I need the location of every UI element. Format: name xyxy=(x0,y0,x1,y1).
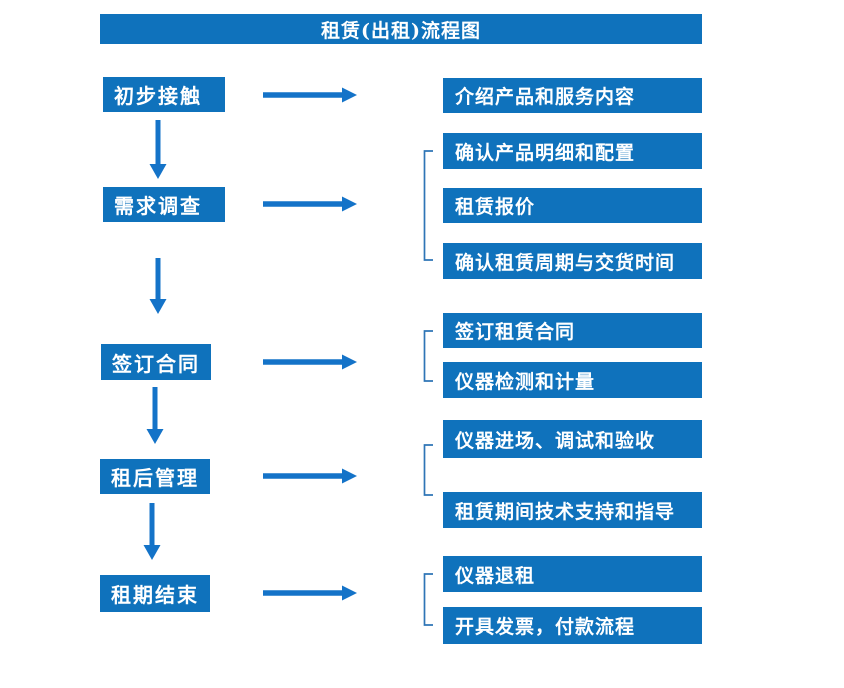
detail-label: 签订租赁合同 xyxy=(455,321,576,343)
bracket-step2-details xyxy=(423,150,433,261)
arrow-down-step4-step5 xyxy=(143,503,161,560)
arrow-right-step3 xyxy=(263,354,357,370)
detail-box-sign-rental-contract: 签订租赁合同 xyxy=(443,313,702,348)
detail-box-instrument-setup-acceptance: 仪器进场、调试和验收 xyxy=(443,420,702,458)
step-box-initial-contact: 初步接触 xyxy=(103,77,225,112)
detail-label: 租赁期间技术支持和指导 xyxy=(455,500,676,523)
detail-box-technical-support: 租赁期间技术支持和指导 xyxy=(443,492,702,528)
step-label: 租期结束 xyxy=(111,583,199,607)
title-bar: 租赁(出租)流程图 xyxy=(100,14,702,44)
arrow-right-step4 xyxy=(263,468,357,484)
arrow-down-step3-step4 xyxy=(146,387,164,444)
step-label: 需求调查 xyxy=(114,194,202,218)
arrow-right-step1 xyxy=(263,87,357,103)
detail-label: 介绍产品和服务内容 xyxy=(455,86,636,108)
detail-label: 仪器进场、调试和验收 xyxy=(455,429,656,452)
step-label: 租后管理 xyxy=(111,466,199,490)
bracket-step4-details xyxy=(423,444,433,496)
arrow-right-step5 xyxy=(263,585,357,601)
detail-box-instrument-testing: 仪器检测和计量 xyxy=(443,362,702,398)
step-label: 初步接触 xyxy=(114,84,202,108)
detail-box-rental-quotation: 租赁报价 xyxy=(443,188,702,223)
arrow-down-step2-step3 xyxy=(149,258,167,314)
detail-label: 仪器退租 xyxy=(455,564,536,587)
step-label: 签订合同 xyxy=(112,351,200,376)
arrow-down-step1-step2 xyxy=(149,120,167,179)
step-box-rental-end: 租期结束 xyxy=(100,575,210,612)
detail-box-invoice-payment: 开具发票，付款流程 xyxy=(443,607,702,644)
bracket-step3-details xyxy=(423,330,433,382)
detail-box-introduce-products: 介绍产品和服务内容 xyxy=(443,78,702,113)
detail-label: 仪器检测和计量 xyxy=(455,370,596,393)
detail-box-instrument-return: 仪器退租 xyxy=(443,556,702,592)
detail-box-confirm-period-delivery: 确认租赁周期与交货时间 xyxy=(443,243,702,279)
arrow-right-step2 xyxy=(263,196,357,212)
detail-box-confirm-product-config: 确认产品明细和配置 xyxy=(443,133,702,169)
detail-label: 确认租赁周期与交货时间 xyxy=(455,251,676,274)
step-box-demand-survey: 需求调查 xyxy=(103,187,225,222)
step-box-post-rental-management: 租后管理 xyxy=(100,459,210,494)
flowchart-title: 租赁(出租)流程图 xyxy=(321,19,481,42)
detail-label: 确认产品明细和配置 xyxy=(455,141,636,164)
detail-label: 租赁报价 xyxy=(455,196,536,218)
detail-label: 开具发票，付款流程 xyxy=(455,616,636,638)
bracket-step5-details xyxy=(423,573,433,626)
step-box-sign-contract: 签订合同 xyxy=(101,344,211,380)
